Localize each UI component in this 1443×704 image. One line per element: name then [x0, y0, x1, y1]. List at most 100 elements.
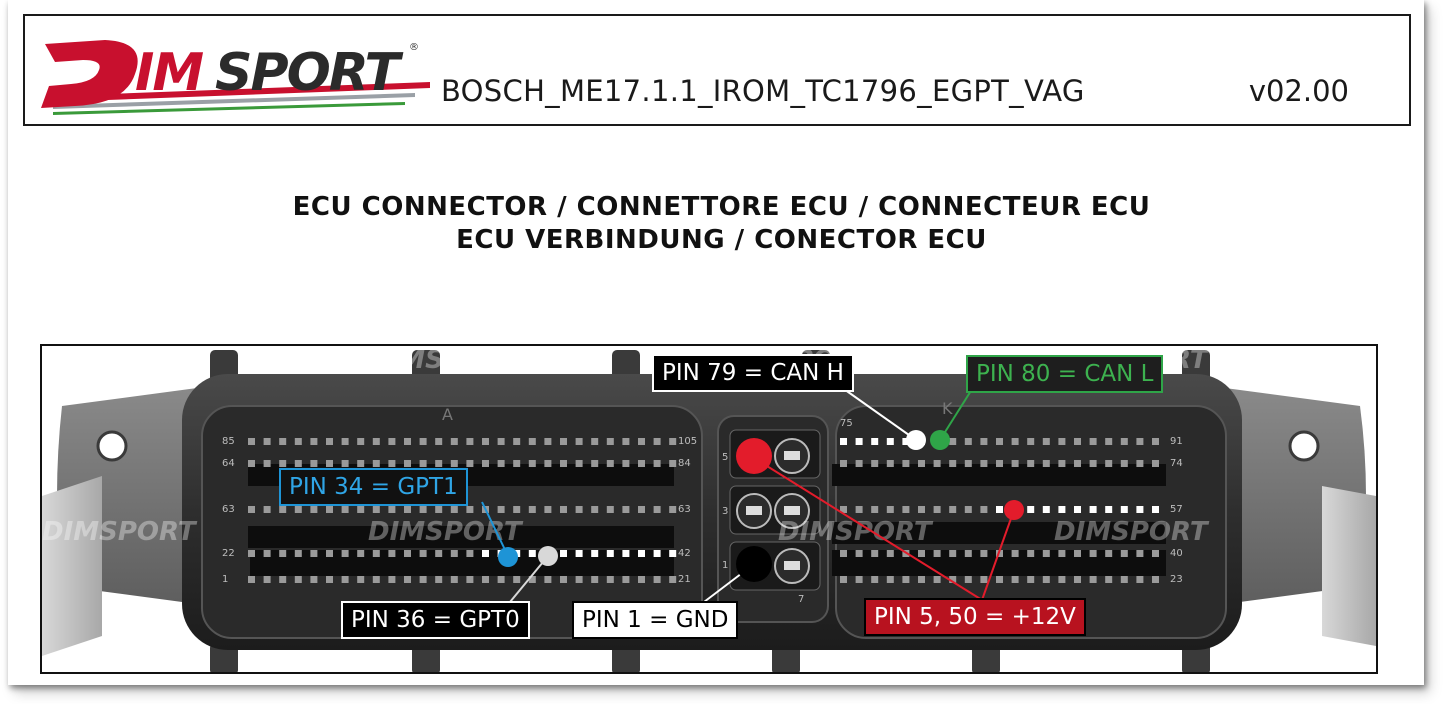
- pin-socket: [560, 550, 567, 557]
- pin-socket: [404, 438, 411, 445]
- pin-socket: [575, 506, 583, 513]
- pin-number-label: 1: [722, 560, 728, 571]
- pin-socket: [669, 550, 677, 557]
- pin-socket: [855, 506, 863, 513]
- callout-pin-80-can-l: PIN 80 = CAN L: [966, 355, 1164, 393]
- pin-socket: [450, 438, 458, 445]
- pin-socket: [1027, 550, 1035, 557]
- callout-pin-79-can-h: PIN 79 = CAN H: [652, 354, 854, 392]
- pin-socket: [1011, 550, 1019, 557]
- pin-socket: [482, 576, 489, 583]
- pin-number-label: 63: [678, 504, 691, 515]
- pin-number-label: 64: [222, 458, 235, 469]
- pin-number-label: 85: [222, 436, 235, 447]
- pin-socket: [248, 576, 255, 583]
- pin-socket: [404, 550, 411, 557]
- pin-socket: [669, 438, 677, 445]
- pin-socket: [902, 576, 910, 583]
- pin-socket: [638, 460, 645, 467]
- pin-36-marker: [538, 546, 558, 566]
- pin-socket: [1120, 438, 1128, 445]
- pin-socket: [450, 506, 458, 513]
- connector-heading-line-1: ECU CONNECTOR / CONNETTORE ECU / CONNECT…: [292, 192, 1151, 222]
- pin-socket: [310, 460, 318, 467]
- pin-socket: [886, 460, 894, 467]
- pin-socket: [528, 438, 536, 445]
- pin-socket: [933, 460, 941, 467]
- pin-socket: [388, 576, 396, 583]
- pin-socket: [1042, 506, 1050, 513]
- pin-number-label: 42: [678, 548, 691, 559]
- pin-number-label: 40: [1170, 548, 1183, 559]
- pin-socket: [1089, 550, 1097, 557]
- pin-socket: [326, 506, 333, 513]
- pin-socket: [294, 550, 302, 557]
- pin-socket: [357, 576, 365, 583]
- pin-socket: [1027, 506, 1035, 513]
- pin-socket: [326, 438, 333, 445]
- pin-socket: [591, 576, 599, 583]
- pin-socket: [949, 438, 957, 445]
- pin-socket: [435, 550, 443, 557]
- pin-socket: [1058, 550, 1066, 557]
- pin-number-label: 21: [678, 574, 691, 585]
- pin-socket: [404, 576, 411, 583]
- block-letter-k: K: [942, 399, 953, 418]
- pin-socket: [1074, 576, 1081, 583]
- pin-socket: [263, 576, 271, 583]
- pin-socket: [840, 460, 847, 467]
- pin-socket: [372, 460, 380, 467]
- pin-number-label: 7: [798, 594, 804, 605]
- pin-socket: [357, 506, 365, 513]
- pin-socket: [638, 550, 645, 557]
- pin-socket: [1042, 550, 1050, 557]
- pin-number-label: 3: [722, 506, 728, 517]
- pin-socket: [1074, 550, 1081, 557]
- pin-socket: [513, 506, 521, 513]
- pin-socket: [419, 550, 427, 557]
- pin-socket: [871, 438, 879, 445]
- pin-1-marker: [736, 546, 772, 582]
- ecu-model-title: BOSCH_ME17.1.1_IROM_TC1796_EGPT_VAG: [441, 74, 1085, 108]
- pin-socket: [435, 506, 443, 513]
- pin-socket: [871, 576, 879, 583]
- pin-number-label: 23: [1170, 574, 1183, 585]
- pin-socket: [840, 576, 847, 583]
- pin-socket: [575, 438, 583, 445]
- pin-socket: [435, 576, 443, 583]
- pin-socket: [388, 438, 396, 445]
- pin-number-label: 63: [222, 504, 235, 515]
- svg-text:®: ®: [409, 42, 419, 53]
- pin-socket: [1011, 576, 1019, 583]
- pin-socket: [1011, 438, 1019, 445]
- document-version: v02.00: [1248, 74, 1349, 108]
- pin-socket: [528, 460, 536, 467]
- pin-socket: [1058, 576, 1066, 583]
- pin-number-label: 1: [222, 574, 228, 585]
- pin-socket: [560, 576, 567, 583]
- pin-socket: [622, 438, 630, 445]
- pin-socket: [918, 506, 925, 513]
- pin-socket: [1042, 576, 1050, 583]
- pin-socket: [591, 550, 599, 557]
- pin-socket: [294, 438, 302, 445]
- pin-socket: [310, 576, 318, 583]
- pin-socket: [263, 506, 271, 513]
- pin-number-label: 57: [1170, 504, 1183, 515]
- pin-socket: [1027, 576, 1035, 583]
- pin-socket: [310, 438, 318, 445]
- pin-socket: [341, 576, 349, 583]
- connector-heading-line-2: ECU VERBINDUNG / CONECTOR ECU: [456, 225, 987, 255]
- pin-socket: [1089, 576, 1097, 583]
- pin-socket: [575, 460, 583, 467]
- pin-socket: [669, 460, 677, 467]
- pin-socket: [341, 460, 349, 467]
- pin-socket: [855, 550, 863, 557]
- pin-50-marker: [1004, 500, 1024, 520]
- watermark: DIMSPORT: [42, 346, 198, 375]
- pin-socket: [279, 506, 287, 513]
- pin-socket: [279, 576, 287, 583]
- pin-socket: [1136, 438, 1144, 445]
- pin-socket: [996, 438, 1003, 445]
